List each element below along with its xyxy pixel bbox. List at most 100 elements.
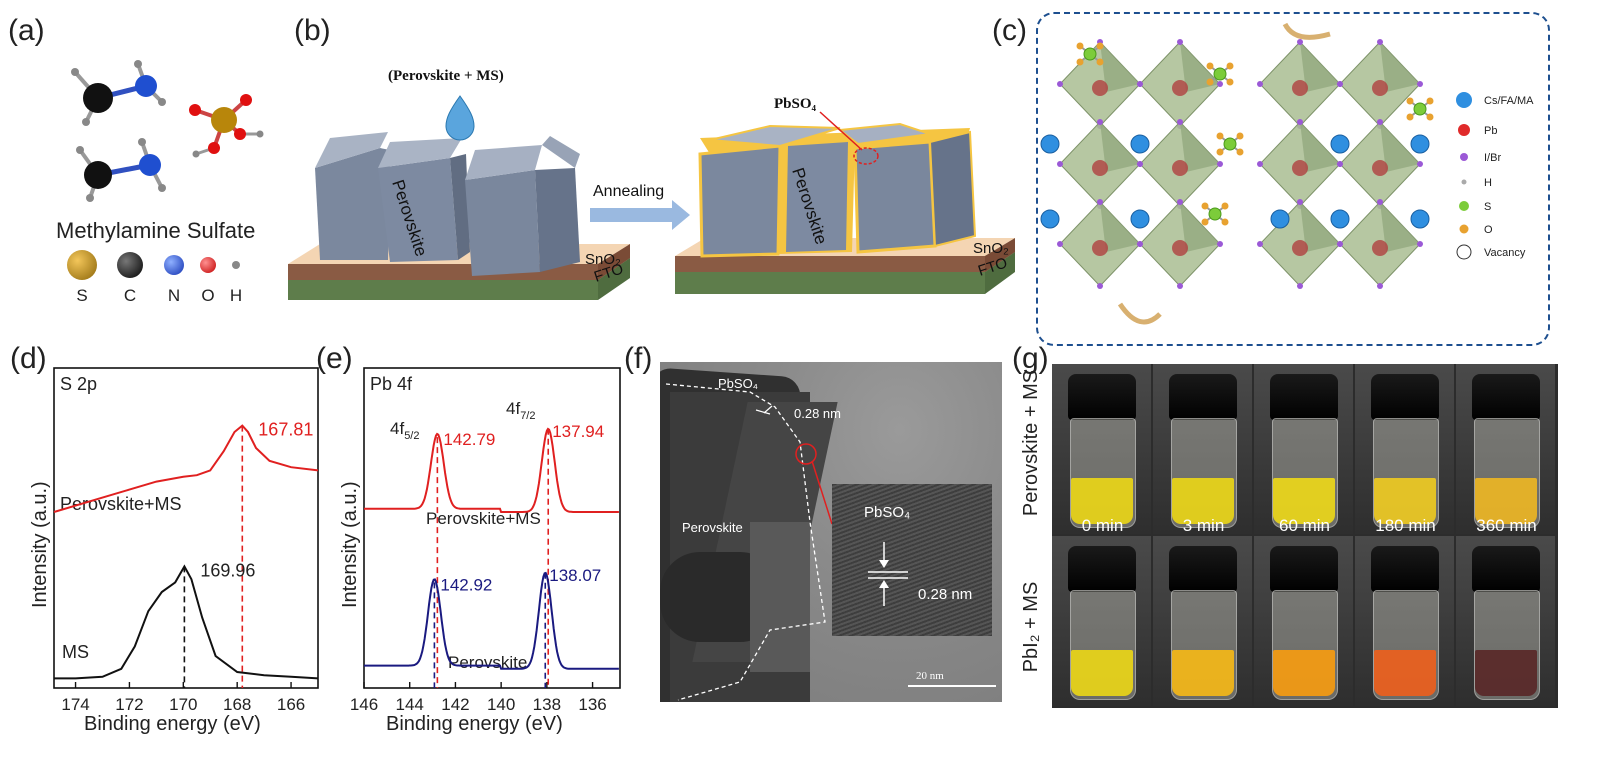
legend-label: I/Br — [1484, 152, 1501, 164]
left-sno2-label: SnO₂ — [585, 251, 621, 268]
panel-a-label: (a) — [8, 14, 45, 47]
vial-cap — [1068, 374, 1136, 420]
vial-photo — [1254, 364, 1353, 534]
chart-e-xlabel: Binding energy (eV) — [386, 713, 563, 735]
chart-d-title: S 2p — [60, 374, 97, 394]
panel-c-label: (c) — [992, 14, 1027, 47]
x-tick-label: 146 — [350, 695, 378, 714]
cation-sphere — [1330, 209, 1350, 229]
vial-cap — [1169, 374, 1237, 420]
vial-photo — [1052, 364, 1151, 534]
tem-inset-marker — [868, 542, 908, 606]
cation-sphere — [1270, 209, 1290, 229]
tem-pbso4-label: PbSO₄ — [718, 376, 758, 391]
octahedron — [1337, 39, 1423, 129]
chart-e-series1-name: Perovskite+MS — [426, 509, 541, 528]
pbso4-callout: PbSO₄ — [774, 96, 817, 112]
peak-label: 142.79 — [443, 430, 495, 449]
vial-row1-label: Perovskite + MS — [1020, 369, 1042, 517]
tem-inset-title: PbSO₄ — [864, 504, 911, 521]
cation-sphere — [1040, 209, 1060, 229]
peak-label: 142.92 — [440, 575, 492, 594]
octahedron — [1257, 39, 1343, 129]
x-tick-label: 174 — [61, 695, 89, 714]
octahedron — [1337, 199, 1423, 289]
x-tick-label: 144 — [396, 695, 424, 714]
octahedron — [1057, 199, 1143, 289]
legend-marker-s — [1459, 201, 1469, 211]
vial-cap — [1472, 374, 1540, 420]
cation-sphere — [1130, 209, 1150, 229]
time-label: 60 min — [1278, 516, 1331, 535]
droplet-label: (Perovskite + MS) — [388, 68, 504, 84]
tem-scalebar: 20 nm — [916, 670, 944, 682]
panel-f-label: (f) — [624, 342, 653, 375]
vial-photo — [1456, 536, 1555, 706]
vial-photo — [1254, 536, 1353, 706]
vial-solution — [1475, 650, 1537, 696]
x-tick-label: 166 — [277, 695, 305, 714]
octahedron — [1057, 39, 1143, 129]
vial-solution — [1374, 478, 1436, 524]
legend-label: O — [1484, 224, 1493, 236]
rotation-arrow-icon — [1282, 22, 1331, 40]
vial-solution — [1071, 478, 1133, 524]
tem-inset-spacing: 0.28 nm — [918, 586, 973, 603]
chart-e-frame — [363, 367, 621, 689]
atom-legend-h: H — [216, 250, 256, 306]
chart-d-frame — [53, 367, 319, 689]
cation-sphere — [1330, 134, 1350, 154]
panel-b-label: (b) — [294, 14, 331, 47]
peak-label-0: 167.81 — [258, 420, 313, 440]
cation-sphere — [1130, 134, 1150, 154]
peak-label: 137.94 — [552, 422, 604, 441]
molecule-title: Methylamine Sulfate — [56, 218, 256, 243]
octahedron — [1137, 199, 1223, 289]
atom-legend-o: O — [188, 250, 228, 306]
chart-pb4f: Pb 4f Intensity (a.u.) Binding energy (e… — [339, 367, 621, 735]
vial-photo — [1355, 536, 1454, 706]
sulfate-molecule — [1216, 132, 1244, 156]
x-tick-label: 136 — [578, 695, 606, 714]
octahedron — [1257, 119, 1343, 209]
tem-outline — [665, 383, 996, 701]
vial-cap — [1270, 546, 1338, 592]
legend-marker-vacancy — [1456, 244, 1472, 260]
legend-marker-csfama — [1456, 92, 1472, 108]
chart-d-ylabel: Intensity (a.u.) — [29, 481, 51, 608]
peak-name-label: 4f5/2 — [390, 419, 419, 442]
legend-marker-pb — [1458, 124, 1470, 136]
peak-name-label: 4f7/2 — [506, 399, 535, 422]
series-line-1 — [364, 571, 619, 670]
atom-legend-c: C — [110, 250, 150, 306]
time-label: 3 min — [1182, 516, 1225, 535]
tem-inset: PbSO₄ 0.28 nm — [832, 484, 992, 636]
vial-cap — [1169, 546, 1237, 592]
cation-sphere — [1040, 134, 1060, 154]
legend-label: S — [1484, 201, 1491, 213]
peak-label-1: 169.96 — [200, 560, 255, 580]
vial-solution — [1273, 650, 1335, 696]
vial-solution — [1172, 478, 1234, 524]
vial-solution — [1071, 650, 1133, 696]
panel-d-label: (d) — [10, 342, 47, 375]
time-label: 0 min — [1081, 516, 1124, 535]
vial-photo — [1355, 364, 1454, 534]
time-label: 360 min — [1476, 516, 1537, 535]
molecule-structure — [71, 60, 264, 202]
chart-e-series2-name: Perovskite — [448, 653, 527, 672]
rotation-arrow-icon — [1117, 302, 1162, 325]
legend-label: Pb — [1484, 125, 1497, 137]
chart-d-xlabel: Binding energy (eV) — [84, 713, 261, 735]
vial-solution — [1172, 650, 1234, 696]
sulfate-molecule — [1076, 42, 1104, 66]
vial-photo — [1456, 364, 1555, 534]
vial-photo — [1052, 536, 1151, 706]
atom-legend: S C N O H — [62, 250, 262, 310]
octahedron — [1337, 119, 1423, 209]
legend-label: Cs/FA/MA — [1484, 95, 1534, 107]
x-tick-label: 140 — [487, 695, 515, 714]
vial-solution — [1273, 478, 1335, 524]
